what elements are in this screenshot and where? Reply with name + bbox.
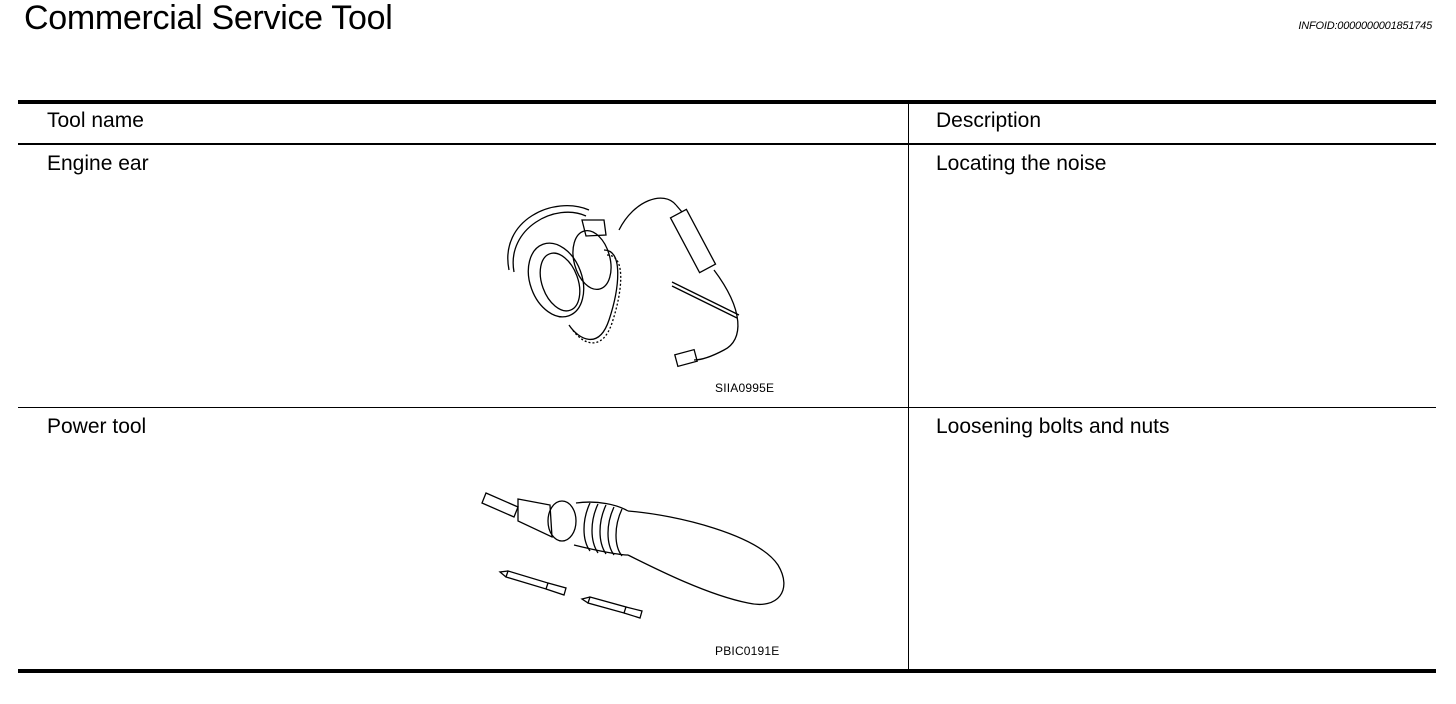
row-2-tool-name: Power tool: [47, 415, 147, 438]
stethoscope-headphones-icon: [507, 197, 740, 368]
power-screwdriver-icon: [481, 492, 785, 619]
header-tool-name: Tool name: [47, 109, 144, 132]
header-description: Description: [936, 109, 1042, 132]
row-2-description: Loosening bolts and nuts: [936, 415, 1170, 438]
row-1-tool-name: Engine ear: [47, 152, 149, 175]
table-bottom-rule: [18, 669, 1436, 673]
row-divider: [18, 407, 1436, 408]
column-divider: [908, 104, 909, 670]
row-1-description: Locating the noise: [936, 152, 1107, 175]
figure-code-siia0995e: SIIA0995E: [715, 381, 775, 395]
page-title: Commercial Service Tool: [24, 0, 393, 37]
figure-code-pbic0191e: PBIC0191E: [715, 644, 780, 658]
table-top-rule: [18, 100, 1436, 104]
header-bottom-rule: [18, 143, 1436, 145]
info-id: INFOID:0000000001851745: [1298, 20, 1432, 32]
